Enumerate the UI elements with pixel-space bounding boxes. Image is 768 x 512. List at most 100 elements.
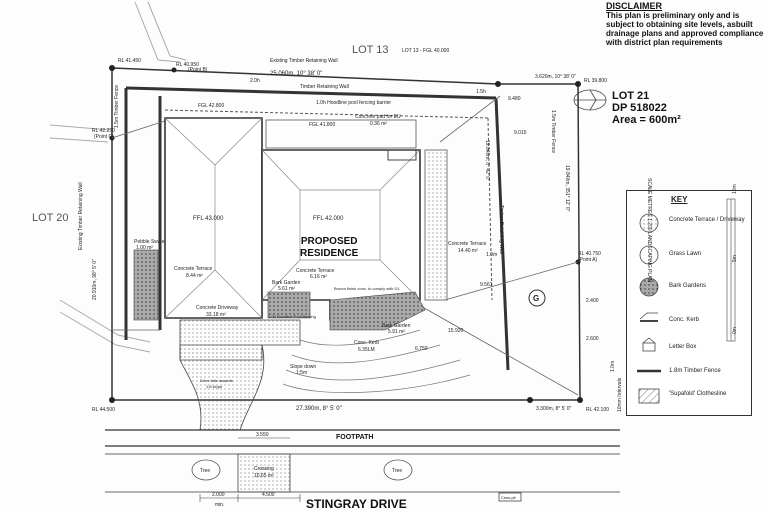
dim-g: 15.920 xyxy=(448,328,464,334)
terrace-s-area: 6.16 m² xyxy=(310,274,327,280)
bark-garden-south-2 xyxy=(329,291,426,331)
lawn-contours xyxy=(282,329,471,393)
road-lines xyxy=(105,429,620,493)
north-boundary-label: 25.060m, 10° 38' 0" xyxy=(270,71,322,77)
dp-label: DP 518022 xyxy=(612,102,667,114)
tree1-label: Tree xyxy=(200,468,210,474)
hoodline-label: 1.0h Hoodline pool fencing barrier xyxy=(316,100,391,106)
rl-nw2-label: RL 40.950 xyxy=(176,62,199,68)
rl-w-label: RL 42.250 xyxy=(92,128,115,134)
east-fence-label: 1.5m Timber Fence xyxy=(550,110,556,153)
dim-k: 1.0m xyxy=(486,252,497,258)
west-wall-label: Existing Timber Retaining Wall xyxy=(78,182,84,250)
footpath-label: FOOTPATH xyxy=(336,434,374,441)
slope-label: Slope down xyxy=(290,364,316,370)
tree-2 xyxy=(383,459,413,481)
area-label: Area = 600m² xyxy=(612,114,681,126)
north-arrow xyxy=(573,89,607,111)
pad-eu-label: Concrete pad for EU xyxy=(355,114,401,120)
bark2-label: Bark Garden xyxy=(382,323,411,329)
tree2-label: Tree xyxy=(392,468,402,474)
terrace-s-label: Concrete Terrace xyxy=(296,268,334,274)
concrete-pad-eu xyxy=(387,149,417,161)
fgl1-label: FGL 42.800 xyxy=(198,103,224,109)
drive2-label: 1:8 slope xyxy=(206,384,223,389)
dim-c: 3.550 xyxy=(256,432,269,438)
scale-tick-5: 5m xyxy=(732,255,738,262)
retaining-walls xyxy=(124,86,510,371)
tree-1 xyxy=(191,459,221,481)
key-item-clothesline: 'Supafold' Clothesline xyxy=(669,391,727,397)
lot13-label: LOT 13 xyxy=(352,44,389,56)
dim-a-unit: min. xyxy=(215,502,224,508)
disclaimer-block: DISCLAIMER This plan is preliminary only… xyxy=(606,2,766,48)
cess-label: Cess-pit xyxy=(501,495,517,500)
terrace-north xyxy=(265,119,417,149)
crossing-label: Crossing xyxy=(254,466,274,472)
residence-line1: PROPOSED xyxy=(300,236,358,247)
dim-i: 2.600 xyxy=(586,336,599,342)
rl-nw-label: RL 41.450 xyxy=(118,58,141,64)
terrace-w-label: Concrete Terrace xyxy=(174,266,212,272)
dim-e: 9.015 xyxy=(514,130,527,136)
nw-fence-label: 1.5m Timber Fence xyxy=(114,85,120,128)
hoodline-fence xyxy=(164,109,493,301)
dim-h: 9.480 xyxy=(508,96,521,102)
east-boundary-label: 19.840m, 0° 42' 0" xyxy=(484,140,490,181)
rl-se-label: RL 42.100 xyxy=(586,407,609,413)
bark-garden-south-1 xyxy=(267,291,311,319)
gas-symbol: G xyxy=(533,294,539,303)
pebble-area: 1.00 m² xyxy=(136,245,153,251)
pool-south-label: 1.0h Hoodline Pool fencing xyxy=(268,314,316,319)
site-boundary xyxy=(111,67,581,401)
crossing-footpath xyxy=(237,453,291,493)
scale-tick-0: 0m xyxy=(732,327,738,334)
dim-j: 2.400 xyxy=(586,298,599,304)
house-roof-lines xyxy=(261,149,421,301)
driveway-area: 33.18 m² xyxy=(206,312,226,318)
point-a-label: (Point A) xyxy=(578,257,598,263)
scale-left2: 10mm Intervals xyxy=(617,377,623,412)
kerb-area: 6.35LM xyxy=(358,347,375,353)
key-item-fence: 1.8m Timber Fence xyxy=(669,368,721,374)
pad-eu-area: 0.36 m² xyxy=(370,121,387,127)
gas-meter-circle xyxy=(528,289,546,307)
residence-line2: RESIDENCE xyxy=(300,248,359,259)
lot21-block: LOT 21 DP 518022 Area = 600m² xyxy=(612,90,681,126)
north-wall2-label: Timber Retaining Wall xyxy=(300,84,349,90)
dim-a: 2.000 xyxy=(212,492,225,498)
scale-tick-10: 10m xyxy=(732,184,738,194)
driveway-label: Concrete Driveway xyxy=(196,305,239,311)
legend-key: KEY Concrete Terrace / Driveway Grass La… xyxy=(626,190,752,416)
disclaimer-body: This plan is preliminary only and is sub… xyxy=(606,11,764,47)
pebble-label: Pebble Swale xyxy=(134,239,165,245)
terrace-e-label: Concrete Terrace xyxy=(448,241,486,247)
setback-lines xyxy=(111,95,579,396)
ffl-house-label: FFL 42.000 xyxy=(313,216,344,222)
dim-m: 1.5h xyxy=(476,89,486,95)
crossing-area: 10.65 m² xyxy=(254,473,274,479)
key-item-bark: Bark Gardens xyxy=(669,283,707,289)
terrace-east xyxy=(424,149,448,301)
se-boundary-label: 3.300m, 8° 5' 0" xyxy=(536,406,572,412)
fgl2-label: FGL 41.800 xyxy=(309,122,335,128)
ne-boundary-label: 3.620m, 10° 38' 0" xyxy=(535,74,576,80)
ffl-west-label: FFL 43.000 xyxy=(193,216,224,222)
broom-label: Broom finish conc. to comply with D1 xyxy=(334,286,400,291)
bark2-area: 5.91 m² xyxy=(388,329,405,335)
scale-left: 1.0m xyxy=(610,360,616,372)
north-wall-label: Existing Timber Retaining Wall xyxy=(270,58,338,64)
kerb-label: Conc. Kerb xyxy=(354,340,379,346)
lot13-fgl-label: LOT 13 - FGL 40.000 xyxy=(402,48,449,54)
cess-pit xyxy=(498,492,522,502)
west-boundary-label: 20.910m, 98° 5' 0" xyxy=(92,259,98,300)
residence-label: PROPOSED RESIDENCE xyxy=(300,236,358,260)
slope-val: 1:5m xyxy=(296,370,307,376)
rl-e-label: RL 40.750 xyxy=(578,251,601,257)
lot21-label: LOT 21 xyxy=(612,90,650,102)
dim-d: 6.750 xyxy=(415,346,428,352)
bark-garden-west xyxy=(133,249,159,321)
rl-sw-label: RL 44.500 xyxy=(92,407,115,413)
